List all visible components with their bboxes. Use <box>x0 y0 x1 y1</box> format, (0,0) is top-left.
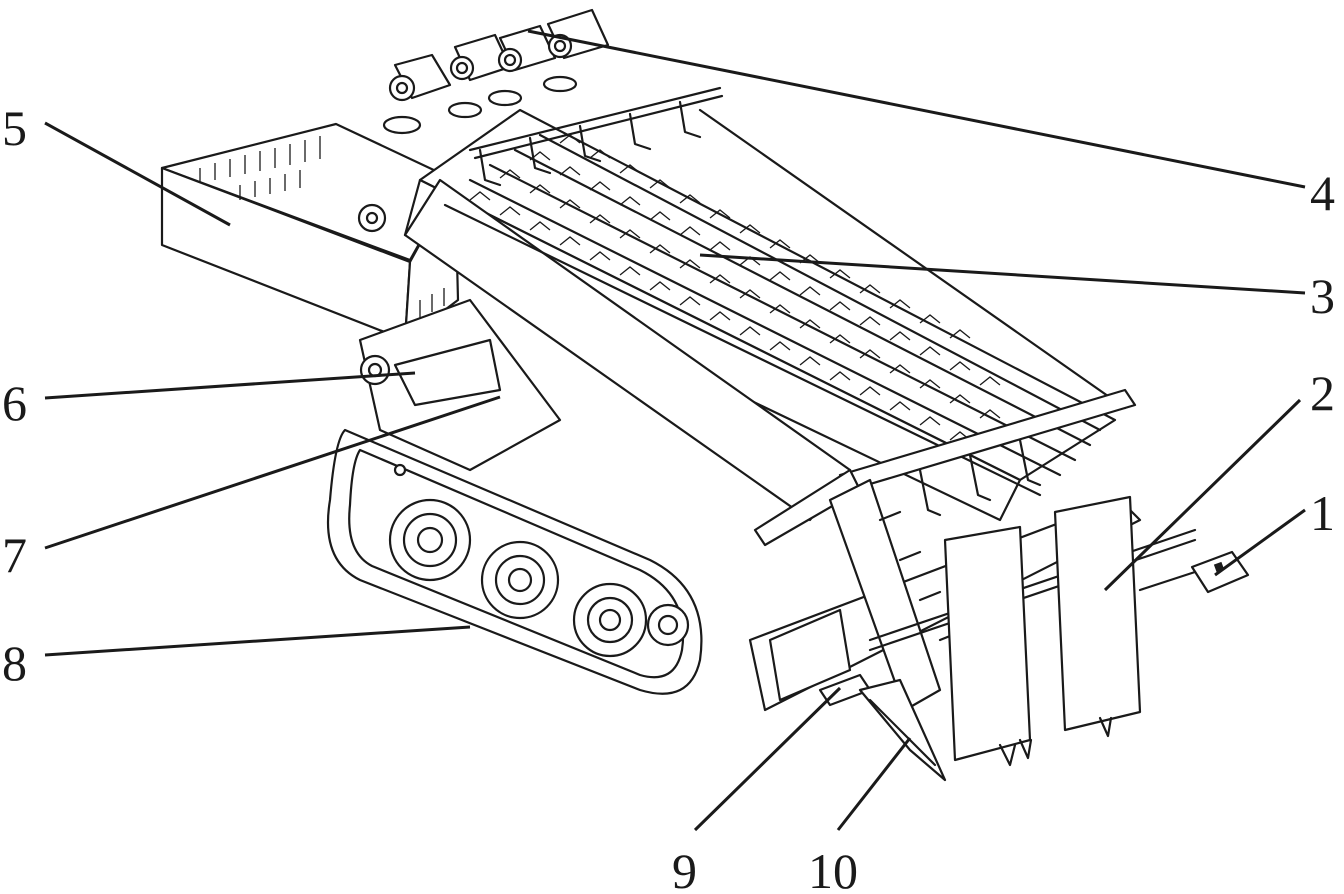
callout-2: 2 <box>1310 365 1335 421</box>
paddle-plate-left <box>943 525 1033 767</box>
callout-labels: 1 2 3 4 5 6 7 8 9 10 <box>2 100 1335 894</box>
callout-4: 4 <box>1310 165 1335 221</box>
motor-3 <box>497 24 557 73</box>
digging-blade <box>858 678 947 782</box>
callout-6: 6 <box>2 375 27 431</box>
leader-lines <box>44 29 1306 832</box>
paddle-plate-right <box>1053 495 1142 738</box>
road-wheel-2 <box>480 540 560 620</box>
leader-7 <box>44 395 501 550</box>
motor-4 <box>546 8 610 60</box>
shaft-motor <box>1138 550 1250 594</box>
leader-10 <box>836 737 912 831</box>
leader-5 <box>44 121 231 227</box>
leader-9 <box>693 686 842 832</box>
leader-2 <box>1103 398 1302 592</box>
callout-8: 8 <box>2 635 27 691</box>
leader-1 <box>1214 508 1306 577</box>
paddle-assembly <box>868 495 1250 767</box>
callout-9: 9 <box>672 843 697 894</box>
callout-1: 1 <box>1310 485 1335 541</box>
callout-5: 5 <box>2 100 27 156</box>
leader-6 <box>44 371 416 400</box>
callout-3: 3 <box>1310 268 1335 324</box>
leader-3 <box>699 253 1306 295</box>
road-wheel-1 <box>388 498 472 582</box>
road-wheel-4 <box>646 603 690 647</box>
callout-10: 10 <box>808 843 858 894</box>
inclined-conveyor <box>403 86 1127 522</box>
callout-7: 7 <box>2 527 27 583</box>
leader-4 <box>527 29 1306 189</box>
leader-8 <box>44 625 471 657</box>
drive-motors <box>357 8 610 233</box>
road-wheel-3 <box>572 582 648 658</box>
motor-1 <box>388 53 452 102</box>
